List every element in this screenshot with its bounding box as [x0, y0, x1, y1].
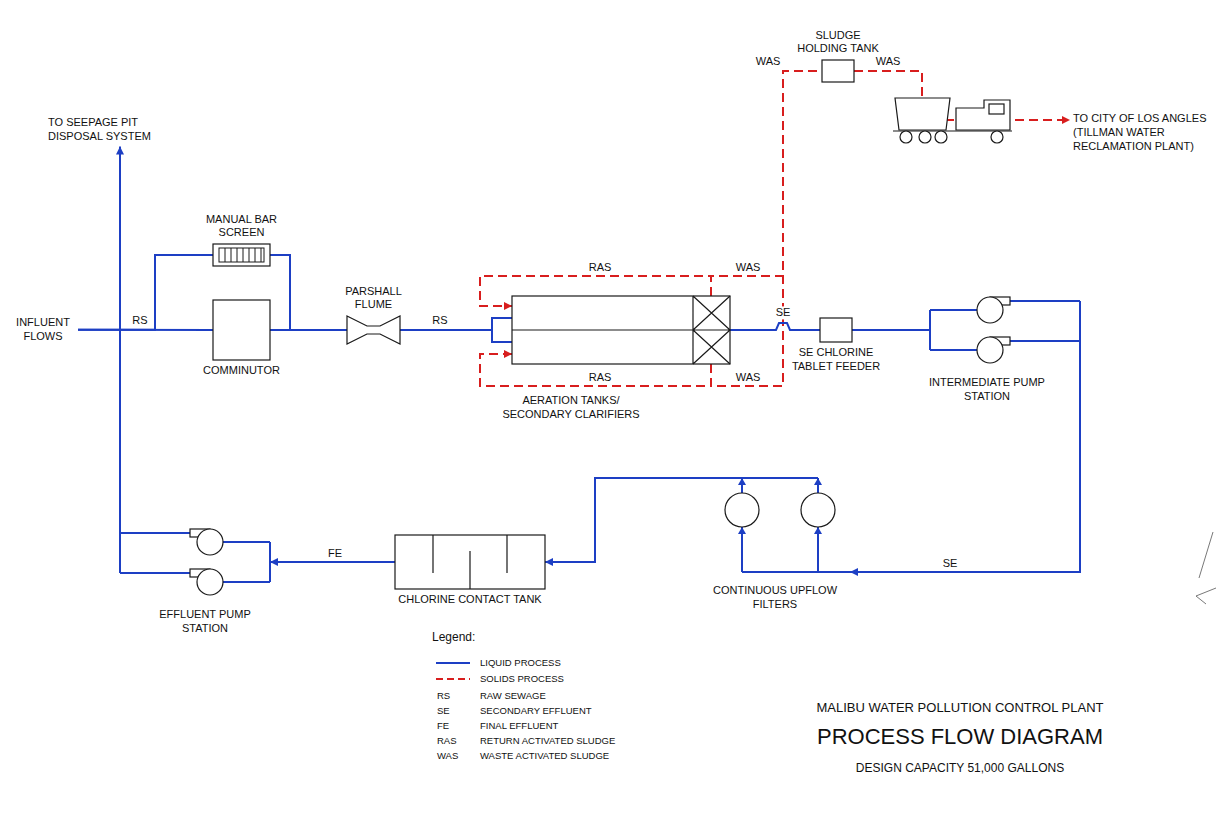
flow-label: WAS: [874, 55, 903, 68]
liquid-pipe: [270, 255, 347, 330]
bar-screen-outline: [213, 244, 270, 266]
legend-description: SECONDARY EFFLUENT: [480, 705, 592, 716]
text-block: COMMINUTOR: [196, 364, 287, 378]
flow-label: SE: [941, 557, 960, 570]
node-label: INFLUENT FLOWS: [8, 316, 78, 344]
node-label: AERATION TANKS/ SECONDARY CLARIFIERS: [498, 394, 644, 422]
flow-label: RAS: [587, 261, 614, 274]
liquid-pipe: [400, 318, 512, 330]
liquid-pipe: [270, 329, 347, 331]
text-block: INFLUENT FLOWS: [8, 316, 78, 344]
node-label: EFFLUENT PUMP STATION: [150, 608, 260, 636]
flow-label: WAS: [754, 55, 783, 68]
legend-abbreviation: RS: [437, 690, 450, 701]
contact-tank: CHLORINE CONTACT TANK: [395, 535, 545, 607]
text-block: AERATION TANKS/ SECONDARY CLARIFIERS: [498, 394, 644, 422]
aeration-tank-outline: [512, 296, 730, 364]
comminutor-box: COMMINUTOR: [196, 300, 287, 378]
text-block: MANUAL BAR SCREEN: [201, 213, 282, 241]
node-label: PARSHALL FLUME: [335, 285, 412, 313]
text-block: CHLORINE CONTACT TANK: [395, 593, 545, 607]
text-block: TO SEEPAGE PIT DISPOSAL SYSTEM: [48, 116, 178, 144]
margin-marks: [1196, 532, 1216, 604]
upflow-filters-outline: [700, 470, 850, 580]
text-block: CONTINUOUS UPFLOW FILTERS: [710, 584, 840, 612]
flow-label: SE: [774, 306, 793, 319]
node-label: INTERMEDIATE PUMP STATION: [922, 376, 1052, 404]
destination-text: TO SEEPAGE PIT DISPOSAL SYSTEM: [48, 116, 178, 144]
pump-station-outline: [930, 288, 1080, 372]
flow-label: RS: [430, 314, 449, 327]
node-label: CHLORINE CONTACT TANK: [395, 593, 545, 607]
legend-description: RAW SEWAGE: [480, 690, 546, 701]
upflow-filters: CONTINUOUS UPFLOW FILTERS: [700, 470, 850, 612]
legend-description: RETURN ACTIVATED SLUDGE: [480, 735, 615, 746]
comminutor-box-outline: [213, 300, 270, 360]
node-label: SE CHLORINE TABLET FEEDER: [791, 346, 881, 374]
flow-label: RS: [130, 314, 149, 327]
flow-label: FE: [326, 547, 344, 560]
text-block: PARSHALL FLUME: [335, 285, 412, 313]
legend-abbreviation: RAS: [437, 735, 457, 746]
design-capacity: DESIGN CAPACITY 51,000 GALLONS: [856, 761, 1064, 775]
pump-station: INTERMEDIATE PUMP STATION: [922, 288, 1080, 404]
legend-solids-sample: [436, 678, 470, 680]
legend-liquid-sample: [436, 662, 470, 664]
liquid-pipe: [78, 329, 213, 331]
inflow-terminal: INFLUENT FLOWS: [8, 316, 78, 344]
text-block: SE CHLORINE TABLET FEEDER: [791, 346, 881, 374]
node-label: COMMINUTOR: [196, 364, 287, 378]
flow-label: RAS: [587, 371, 614, 384]
chlorine-feeder: SE CHLORINE TABLET FEEDER: [791, 318, 881, 374]
liquid-pipe: [850, 330, 1080, 572]
text-block: SLUDGE HOLDING TANK: [792, 29, 884, 57]
legend-abbreviation: FE: [437, 720, 449, 731]
legend-description: WASTE ACTIVATED SLUDGE: [480, 750, 609, 761]
liquid-pipe: [730, 323, 820, 330]
pump-station-outline: [120, 520, 270, 604]
parshall-flume-outline: [347, 316, 400, 344]
node-label: CONTINUOUS UPFLOW FILTERS: [710, 584, 840, 612]
pump-station: EFFLUENT PUMP STATION: [120, 520, 270, 636]
sludge-tank-outline: [822, 60, 854, 82]
flow-label: WAS: [734, 371, 763, 384]
liquid-pipe: [545, 478, 700, 562]
sludge-truck: [893, 98, 1012, 143]
text-block: EFFLUENT PUMP STATION: [150, 608, 260, 636]
aeration-tank: AERATION TANKS/ SECONDARY CLARIFIERS: [498, 296, 730, 422]
plant-name: MALIBU WATER POLLUTION CONTROL PLANT: [816, 700, 1103, 716]
legend-entry: SOLIDS PROCESS: [480, 673, 564, 684]
inlet-manifold: [492, 330, 512, 342]
destination-text: TO CITY OF LOS ANGLES (TILLMAN WATER REC…: [1073, 112, 1215, 153]
liquid-pipe: [270, 561, 395, 563]
legend-abbreviation: WAS: [437, 750, 458, 761]
legend-description: FINAL EFFLUENT: [480, 720, 558, 731]
solids-pipe: [711, 71, 822, 296]
parshall-flume: PARSHALL FLUME: [335, 285, 412, 345]
chlorine-feeder-outline: [820, 318, 852, 342]
legend-heading: Legend:: [432, 630, 475, 644]
bar-screen: MANUAL BAR SCREEN: [201, 213, 282, 267]
text-block: INTERMEDIATE PUMP STATION: [922, 376, 1052, 404]
legend-abbreviation: SE: [437, 705, 450, 716]
legend-entry: LIQUID PROCESS: [480, 657, 561, 668]
diagram-title: PROCESS FLOW DIAGRAM: [817, 724, 1103, 750]
liquid-pipe: [852, 329, 930, 331]
contact-tank-outline: [395, 535, 545, 589]
text-block: TO CITY OF LOS ANGLES (TILLMAN WATER REC…: [1073, 112, 1215, 153]
flow-label: WAS: [734, 261, 763, 274]
node-label: TO CITY OF LOS ANGLES (TILLMAN WATER REC…: [1073, 112, 1215, 153]
liquid-pipe: [119, 147, 121, 534]
node-label: TO SEEPAGE PIT DISPOSAL SYSTEM: [48, 116, 178, 144]
liquid-pipe: [78, 255, 213, 330]
sludge-tank: SLUDGE HOLDING TANK: [792, 29, 884, 83]
node-label: MANUAL BAR SCREEN: [201, 213, 282, 241]
node-label: SLUDGE HOLDING TANK: [792, 29, 884, 57]
